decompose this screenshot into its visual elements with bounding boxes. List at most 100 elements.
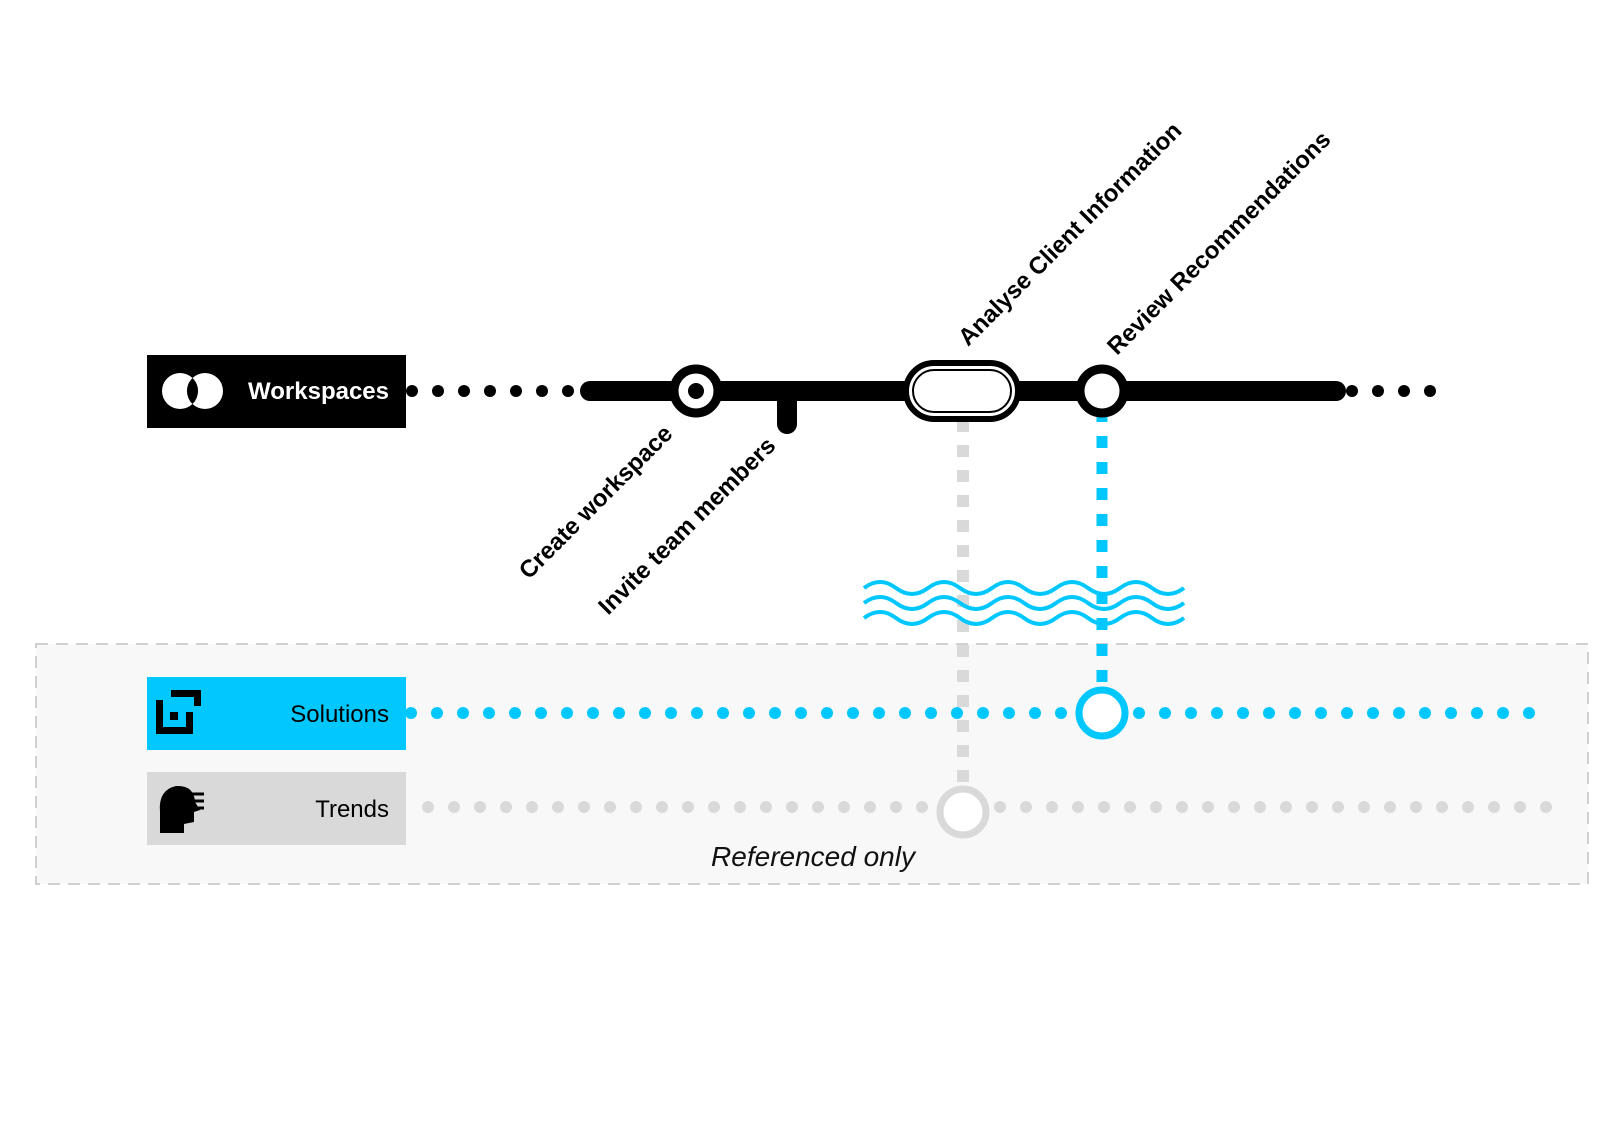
waves-icon bbox=[862, 580, 1186, 626]
main-line-dot bbox=[1424, 385, 1436, 397]
trends-line-dot bbox=[1124, 801, 1136, 813]
venn-circles-icon bbox=[162, 373, 223, 409]
main-line-dot bbox=[562, 385, 574, 397]
trends-line-dot bbox=[838, 801, 850, 813]
solutions-line-dot bbox=[1029, 707, 1041, 719]
main-line-dot bbox=[1372, 385, 1384, 397]
solutions-line-dot bbox=[1185, 707, 1197, 719]
line-label-workspaces-text: Workspaces bbox=[248, 378, 389, 405]
main-line-dot bbox=[536, 385, 548, 397]
solutions-line-dot bbox=[1211, 707, 1223, 719]
main-line-dotted-end bbox=[1346, 385, 1436, 397]
solutions-line-dot bbox=[1497, 707, 1509, 719]
trends-line-dot bbox=[708, 801, 720, 813]
head-profile-icon bbox=[159, 785, 204, 833]
solutions-line-dot bbox=[639, 707, 651, 719]
trends-line-dot bbox=[1046, 801, 1058, 813]
trends-line-dot bbox=[500, 801, 512, 813]
station-create-workspace[interactable] bbox=[669, 364, 723, 418]
station-analyse-client-information[interactable] bbox=[903, 360, 1021, 422]
solutions-line-dot bbox=[1055, 707, 1067, 719]
main-line-dot bbox=[510, 385, 522, 397]
trends-line-dot bbox=[890, 801, 902, 813]
solutions-line-dot bbox=[1523, 707, 1535, 719]
trends-line-dot bbox=[1306, 801, 1318, 813]
trends-line-dot bbox=[1540, 801, 1552, 813]
focus-frame-icon bbox=[156, 690, 201, 734]
solutions-line-dot bbox=[1445, 707, 1457, 719]
solutions-line-dot bbox=[1471, 707, 1483, 719]
solutions-line-dot bbox=[1289, 707, 1301, 719]
trends-line-dot bbox=[448, 801, 460, 813]
trends-line-dot bbox=[422, 801, 434, 813]
trends-line-dot bbox=[1254, 801, 1266, 813]
solutions-line-dot bbox=[717, 707, 729, 719]
solutions-line-dot bbox=[1159, 707, 1171, 719]
trends-line-dot bbox=[1228, 801, 1240, 813]
main-line-dot bbox=[406, 385, 418, 397]
line-label-workspaces[interactable]: Workspaces bbox=[147, 355, 406, 428]
solutions-line-dot bbox=[1419, 707, 1431, 719]
solutions-line-dot bbox=[951, 707, 963, 719]
trends-line-dot bbox=[1410, 801, 1422, 813]
trends-line-dot bbox=[786, 801, 798, 813]
solutions-line-dot bbox=[431, 707, 443, 719]
trends-line-dot bbox=[630, 801, 642, 813]
trends-line-dot bbox=[994, 801, 1006, 813]
trends-line-dot bbox=[1358, 801, 1370, 813]
solutions-line-dot bbox=[925, 707, 937, 719]
trends-line-dot bbox=[1488, 801, 1500, 813]
trends-line-dot bbox=[1384, 801, 1396, 813]
line-label-trends[interactable]: Trends bbox=[147, 772, 406, 845]
station-trends-analyse[interactable] bbox=[936, 785, 990, 839]
trends-line-dot bbox=[1202, 801, 1214, 813]
trends-line-dot bbox=[812, 801, 824, 813]
line-label-solutions-text: Solutions bbox=[290, 701, 389, 728]
main-line-dot bbox=[432, 385, 444, 397]
solutions-line-dot bbox=[977, 707, 989, 719]
trends-line-dot bbox=[1280, 801, 1292, 813]
trends-line-dot bbox=[1176, 801, 1188, 813]
solutions-line-dot bbox=[1133, 707, 1145, 719]
trends-line-dot bbox=[578, 801, 590, 813]
main-line-dot bbox=[1346, 385, 1358, 397]
solutions-line-dot bbox=[535, 707, 547, 719]
solutions-line-dot bbox=[1393, 707, 1405, 719]
trends-line-dot bbox=[1072, 801, 1084, 813]
solutions-line-dot bbox=[1003, 707, 1015, 719]
solutions-line-dot bbox=[795, 707, 807, 719]
solutions-line-dot bbox=[1315, 707, 1327, 719]
main-line-dot bbox=[484, 385, 496, 397]
region-label: Referenced only bbox=[711, 841, 917, 872]
solutions-line-dot bbox=[665, 707, 677, 719]
solutions-line-dot bbox=[873, 707, 885, 719]
solutions-line-dot bbox=[483, 707, 495, 719]
line-label-trends-text: Trends bbox=[315, 796, 389, 823]
trends-line bbox=[422, 801, 1552, 813]
solutions-line-dot bbox=[405, 707, 417, 719]
trends-line-dot bbox=[1514, 801, 1526, 813]
solutions-line-dot bbox=[509, 707, 521, 719]
station-review-recommendations[interactable] bbox=[1075, 364, 1129, 418]
trends-line-dot bbox=[734, 801, 746, 813]
main-line-dot bbox=[458, 385, 470, 397]
solutions-line-dot bbox=[1237, 707, 1249, 719]
solutions-line-dot bbox=[1341, 707, 1353, 719]
trends-line-dot bbox=[1150, 801, 1162, 813]
trends-line-dot bbox=[526, 801, 538, 813]
solutions-line-dot bbox=[613, 707, 625, 719]
trends-line-dot bbox=[604, 801, 616, 813]
line-label-solutions[interactable]: Solutions bbox=[147, 677, 406, 750]
solutions-line-dot bbox=[561, 707, 573, 719]
trends-line-dot bbox=[1020, 801, 1032, 813]
solutions-line-dot bbox=[743, 707, 755, 719]
main-line-dotted-start bbox=[406, 385, 574, 397]
trends-line-dot bbox=[552, 801, 564, 813]
solutions-line-dot bbox=[1263, 707, 1275, 719]
solutions-line-dot bbox=[821, 707, 833, 719]
trends-line-dot bbox=[1332, 801, 1344, 813]
station-solutions-review[interactable] bbox=[1075, 686, 1129, 740]
trends-line-dot bbox=[760, 801, 772, 813]
solutions-line-dot bbox=[899, 707, 911, 719]
